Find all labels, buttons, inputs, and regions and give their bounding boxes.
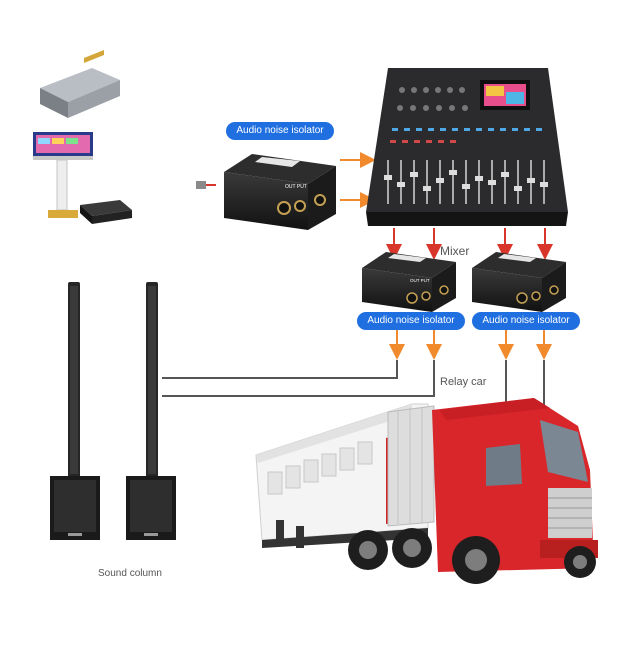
set-top-box-icon: [80, 200, 132, 224]
digital-mixer-icon: [366, 68, 568, 226]
amplifier-icon: [40, 49, 120, 118]
label-isolator-mid-left: Audio noise isolator: [357, 312, 465, 330]
truck-icon: [255, 398, 598, 584]
label-mixer: Mixer: [440, 244, 470, 258]
label-sound-column: Sound column: [98, 568, 162, 579]
column-speaker-icon: [68, 282, 80, 478]
audio-isolator-icon: OUT PUT: [224, 154, 336, 230]
audio-isolator-icon: [472, 252, 566, 312]
label-isolator-top: Audio noise isolator: [226, 122, 334, 140]
subwoofer-icon: [50, 476, 100, 540]
karaoke-touchscreen-icon: [33, 132, 93, 218]
label-isolator-mid-right: Audio noise isolator: [472, 312, 580, 330]
audio-isolator-icon: OUT PUT: [362, 252, 456, 312]
isolator-face-text: OUT PUT: [410, 278, 430, 283]
isolator-face-text: OUT PUT: [285, 184, 307, 190]
label-relay-car: Relay car: [440, 376, 487, 388]
column-speaker-icon: [146, 282, 158, 478]
subwoofer-icon: [126, 476, 176, 540]
